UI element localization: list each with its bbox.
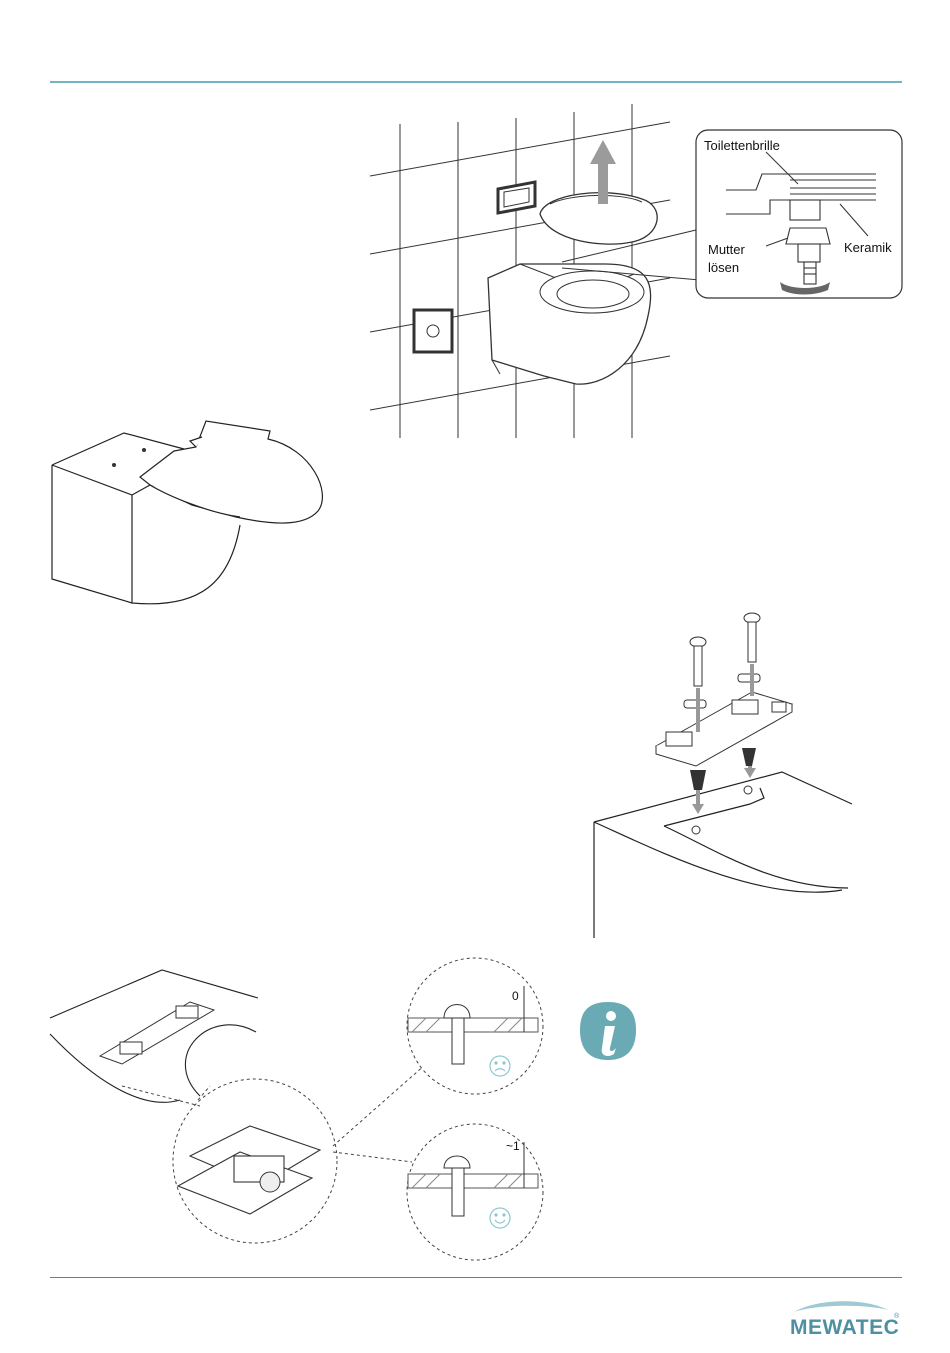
figure-wall-toilet: Toilettenbrille Mutter lösen Keramik	[370, 104, 904, 438]
figure-toilet-seat-installed	[50, 413, 326, 608]
label-loesen: lösen	[708, 260, 739, 275]
figure-bracket-assembly	[592, 608, 852, 938]
gap-label-one: ~1	[506, 1139, 520, 1153]
label-keramik: Keramik	[844, 240, 892, 255]
figure-screw-detail: 0 ~1	[50, 946, 550, 1270]
brand-registered: ®	[894, 1312, 900, 1320]
brand-logo: MEWATEC ®	[788, 1296, 902, 1342]
gap-label-zero: 0	[512, 989, 519, 1003]
info-icon	[578, 1000, 638, 1062]
footer-rule	[50, 1277, 902, 1278]
label-mutter: Mutter	[708, 242, 746, 257]
label-toilettenbrille: Toilettenbrille	[704, 138, 780, 153]
header-rule	[50, 81, 902, 83]
brand-name: MEWATEC	[790, 1316, 899, 1339]
